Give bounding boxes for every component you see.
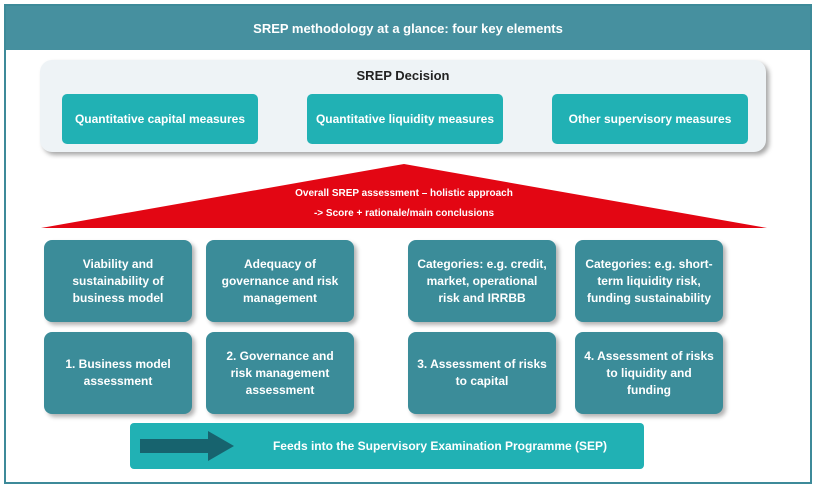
srep-decision-title: SREP Decision	[356, 68, 450, 83]
triangle-fill	[41, 164, 767, 228]
liquidity-risk-assessment-box: 4. Assessment of risks to liquidity and …	[575, 332, 723, 414]
element-label: 3. Assessment of risks to capital	[417, 357, 547, 388]
capital-risk-assessment-box: 3. Assessment of risks to capital	[408, 332, 556, 414]
measure-label: Quantitative capital measures	[74, 112, 246, 126]
measure-label: Quantitative liquidity measures	[315, 112, 495, 126]
element-label: 2. Governance and risk management assess…	[226, 348, 334, 397]
liquidity-risk-categories-box: Categories: e.g. short-term liquidity ri…	[575, 240, 723, 322]
quantitative-capital-measures-box: Quantitative capital measures	[62, 94, 258, 144]
diagram-title: SREP methodology at a glance: four key e…	[6, 6, 810, 50]
right-arrow-icon	[140, 431, 234, 461]
assessment-line-2: -> Score + rationale/main conclusions	[313, 208, 495, 219]
business-model-assessment-box: 1. Business model assessment	[44, 332, 192, 414]
governance-detail-box: Adequacy of governance and risk manageme…	[206, 240, 354, 322]
measure-label: Other supervisory measures	[568, 112, 732, 126]
element-detail: Viability and sustainability of business…	[72, 256, 164, 305]
other-supervisory-measures-box: Other supervisory measures	[552, 94, 748, 144]
element-detail: Categories: e.g. short-term liquidity ri…	[585, 256, 713, 305]
sep-feed-text: Feeds into the Supervisory Examination P…	[272, 439, 608, 453]
element-detail: Adequacy of governance and risk manageme…	[221, 256, 339, 305]
element-label: 1. Business model assessment	[65, 357, 171, 388]
element-detail: Categories: e.g. credit, market, operati…	[417, 256, 547, 305]
element-label: 4. Assessment of risks to liquidity and …	[584, 348, 714, 397]
overall-assessment-triangle: Overall SREP assessment – holistic appro…	[41, 162, 767, 228]
assessment-line-1: Overall SREP assessment – holistic appro…	[295, 188, 513, 199]
triangle-shape	[41, 164, 767, 228]
quantitative-liquidity-measures-box: Quantitative liquidity measures	[307, 94, 503, 144]
srep-decision-panel: SREP Decision Quantitative capital measu…	[40, 60, 766, 152]
sep-feed-bar: Feeds into the Supervisory Examination P…	[130, 423, 644, 469]
business-model-detail-box: Viability and sustainability of business…	[44, 240, 192, 322]
capital-risk-categories-box: Categories: e.g. credit, market, operati…	[408, 240, 556, 322]
governance-assessment-box: 2. Governance and risk management assess…	[206, 332, 354, 414]
